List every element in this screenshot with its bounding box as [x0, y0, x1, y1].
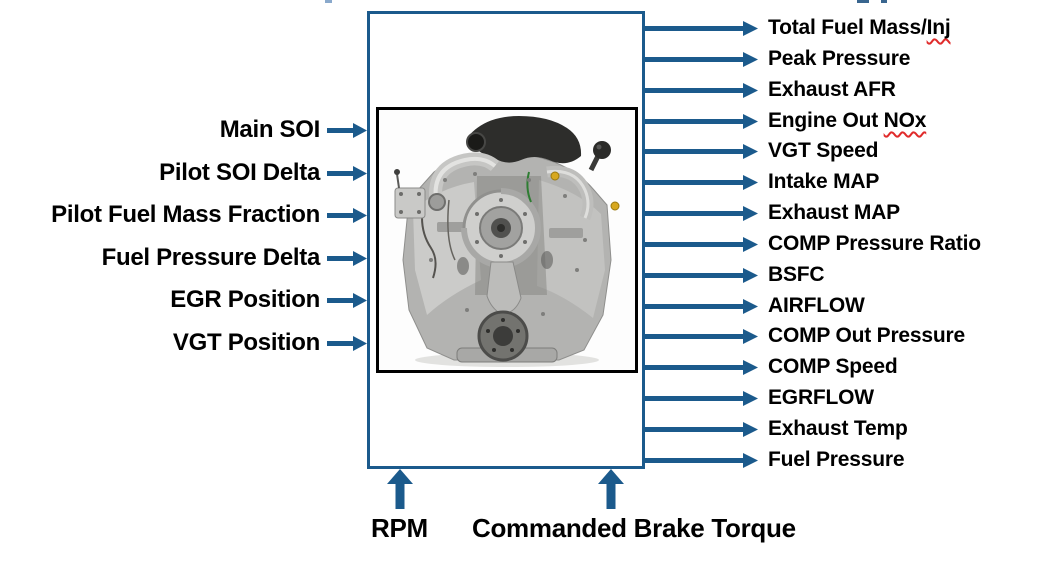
- output-label: Exhaust MAP: [768, 201, 900, 224]
- output-label: VGT Speed: [768, 139, 879, 162]
- input-label: VGT Position: [172, 329, 320, 356]
- output-row-peak-pressure: Peak Pressure: [645, 46, 910, 72]
- right-arrow-icon: [645, 390, 758, 406]
- right-arrow-icon: [645, 174, 758, 190]
- output-row-vgt-speed: VGT Speed: [645, 138, 878, 164]
- right-arrow-icon: [327, 250, 367, 266]
- output-label: Fuel Pressure: [768, 448, 905, 471]
- output-label: COMP Speed: [768, 355, 898, 378]
- output-row-exhaust-temp: Exhaust Temp: [645, 416, 908, 442]
- output-row-exhaust-afr: Exhaust AFR: [645, 77, 896, 103]
- right-arrow-icon: [645, 143, 758, 159]
- input-row-main-soi: Main SOI: [0, 115, 367, 145]
- diesel-engine-illustration: [379, 110, 635, 370]
- output-label: COMP Out Pressure: [768, 324, 965, 347]
- output-row-comp-pressure-ratio: COMP Pressure Ratio: [645, 231, 981, 257]
- right-arrow-icon: [327, 335, 367, 351]
- output-row-bsfc: BSFC: [645, 262, 825, 288]
- right-arrow-icon: [645, 359, 758, 375]
- output-row-airflow: AIRFLOW: [645, 293, 865, 319]
- input-row-pilot-fuel-mass-fraction: Pilot Fuel Mass Fraction: [0, 200, 367, 230]
- right-arrow-icon: [645, 51, 758, 67]
- right-arrow-icon: [327, 207, 367, 223]
- output-label: Exhaust Temp: [768, 417, 908, 440]
- input-row-fuel-pressure-delta: Fuel Pressure Delta: [0, 243, 367, 273]
- output-row-egrflow: EGRFLOW: [645, 385, 874, 411]
- right-arrow-icon: [645, 328, 758, 344]
- output-row-engine-out-nox: Engine Out NOx: [645, 108, 926, 134]
- output-label: BSFC: [768, 263, 825, 286]
- output-label: Total Fuel Mass/Inj: [768, 16, 951, 39]
- right-arrow-icon: [645, 205, 758, 221]
- input-label: Pilot SOI Delta: [159, 159, 320, 186]
- engine-photo: [376, 107, 638, 373]
- output-label: Peak Pressure: [768, 47, 911, 70]
- right-arrow-icon: [645, 20, 758, 36]
- input-label: EGR Position: [170, 286, 320, 313]
- output-row-total-fuel-mass-inj: Total Fuel Mass/Inj: [645, 15, 951, 41]
- cropped-title-fragment: [857, 0, 869, 3]
- output-label: Intake MAP: [768, 170, 880, 193]
- output-row-comp-speed: COMP Speed: [645, 354, 898, 380]
- right-arrow-icon: [645, 267, 758, 283]
- right-arrow-icon: [645, 298, 758, 314]
- output-row-comp-out-pressure: COMP Out Pressure: [645, 323, 965, 349]
- right-arrow-icon: [645, 82, 758, 98]
- right-arrow-icon: [327, 122, 367, 138]
- output-row-fuel-pressure: Fuel Pressure: [645, 447, 905, 473]
- cropped-title-fragment: [325, 0, 332, 3]
- output-label: AIRFLOW: [768, 294, 865, 317]
- up-arrow-icon: [387, 469, 413, 509]
- input-label-commanded-brake-torque: Commanded Brake Torque: [472, 513, 796, 543]
- output-row-exhaust-map: Exhaust MAP: [645, 200, 900, 226]
- right-arrow-icon: [645, 452, 758, 468]
- output-row-intake-map: Intake MAP: [645, 169, 879, 195]
- output-label: COMP Pressure Ratio: [768, 232, 981, 255]
- input-label: Pilot Fuel Mass Fraction: [51, 201, 320, 228]
- input-label-rpm: RPM: [371, 513, 428, 543]
- output-label: Exhaust AFR: [768, 78, 896, 101]
- up-arrow-icon: [598, 469, 624, 509]
- input-row-vgt-position: VGT Position: [0, 328, 367, 358]
- input-label: Main SOI: [219, 116, 321, 143]
- right-arrow-icon: [645, 421, 758, 437]
- input-row-pilot-soi-delta: Pilot SOI Delta: [0, 158, 367, 188]
- right-arrow-icon: [327, 165, 367, 181]
- right-arrow-icon: [645, 113, 758, 129]
- right-arrow-icon: [327, 292, 367, 308]
- cropped-title-fragment: [881, 0, 887, 3]
- output-label: EGRFLOW: [768, 386, 874, 409]
- input-label: Fuel Pressure Delta: [101, 244, 321, 271]
- right-arrow-icon: [645, 236, 758, 252]
- input-row-egr-position: EGR Position: [0, 285, 367, 315]
- output-label: Engine Out NOx: [768, 109, 927, 132]
